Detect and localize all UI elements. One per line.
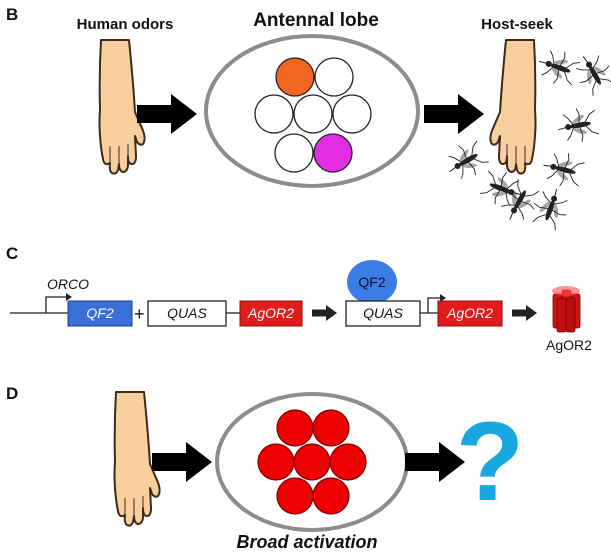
qf2-bubble-label: QF2: [358, 274, 385, 290]
mosquito-icon: [538, 147, 587, 192]
arrow-icon: [137, 94, 197, 134]
panel-letter-b: B: [6, 5, 18, 24]
antennal-lobe: [204, 34, 420, 188]
glomerulus-active-red: [312, 477, 350, 515]
glomerulus-active-orange: [275, 57, 315, 97]
mosquito-icon: [533, 44, 583, 91]
agor2-box-expressed: [437, 300, 503, 327]
mosquito-icon: [439, 136, 492, 187]
glomerulus-active-magenta: [313, 133, 353, 173]
quas-box-bound-label: QUAS: [363, 305, 403, 321]
mosquito-icon: [568, 46, 611, 99]
question-mark: ?: [456, 399, 524, 524]
glomerulus-active-red: [257, 443, 295, 481]
glomerulus: [314, 57, 354, 97]
arrow-icon: [312, 305, 337, 321]
qf2-box: [67, 300, 133, 327]
promoter-arrow-icon: [45, 296, 66, 313]
promoter-arrowhead-icon: [66, 293, 72, 301]
promoter-arrowhead-icon: [440, 294, 446, 302]
glomerulus-active-red: [329, 443, 367, 481]
host-seek-label: Host-seek: [481, 16, 553, 33]
panel-d: D ? Broad activation: [6, 384, 524, 552]
glomerulus: [332, 94, 372, 134]
agor2-box: [239, 300, 303, 327]
panel-letter-d: D: [6, 384, 18, 403]
human-odors-label: Human odors: [77, 16, 174, 33]
arrow-icon: [152, 442, 212, 482]
glomerulus: [254, 94, 294, 134]
plus-sign: +: [134, 304, 145, 324]
agor2-product-label: AgOR2: [546, 337, 592, 353]
qf2-bubble: [347, 260, 397, 304]
agor2-box-label: AgOR2: [247, 305, 294, 321]
mosquito-icon: [554, 104, 601, 147]
qf2-box-label: QF2: [86, 305, 113, 321]
orco-label: ORCO: [47, 276, 89, 292]
arrow-icon: [424, 94, 484, 134]
glomerulus: [293, 94, 333, 134]
arrow-icon: [512, 305, 537, 321]
panel-c: C ORCO QF2 + QUAS AgOR2 QF2 QUAS AgOR2: [6, 244, 592, 353]
quas-box-label: QUAS: [167, 305, 207, 321]
antennal-lobe-activated: [215, 392, 409, 532]
receptor-channel-icon: [552, 286, 581, 333]
glomerulus-active-red: [276, 477, 314, 515]
panel-b: B Human odors Antennal lobe Host-seek: [6, 5, 611, 233]
glomerulus-active-red: [293, 443, 331, 481]
glomerulus-active-red: [312, 409, 350, 447]
broad-activation-caption: Broad activation: [236, 532, 377, 552]
glomerulus-active-red: [276, 409, 314, 447]
agor2-box-expressed-label: AgOR2: [446, 305, 493, 321]
glomerulus: [274, 133, 314, 173]
panel-letter-c: C: [6, 244, 18, 263]
mosquito-icon: [527, 183, 574, 233]
promoter-arrow-icon: [427, 297, 440, 313]
quas-box: [147, 300, 227, 327]
arm-icon: [489, 39, 537, 175]
antennal-lobe-label: Antennal lobe: [253, 10, 379, 31]
